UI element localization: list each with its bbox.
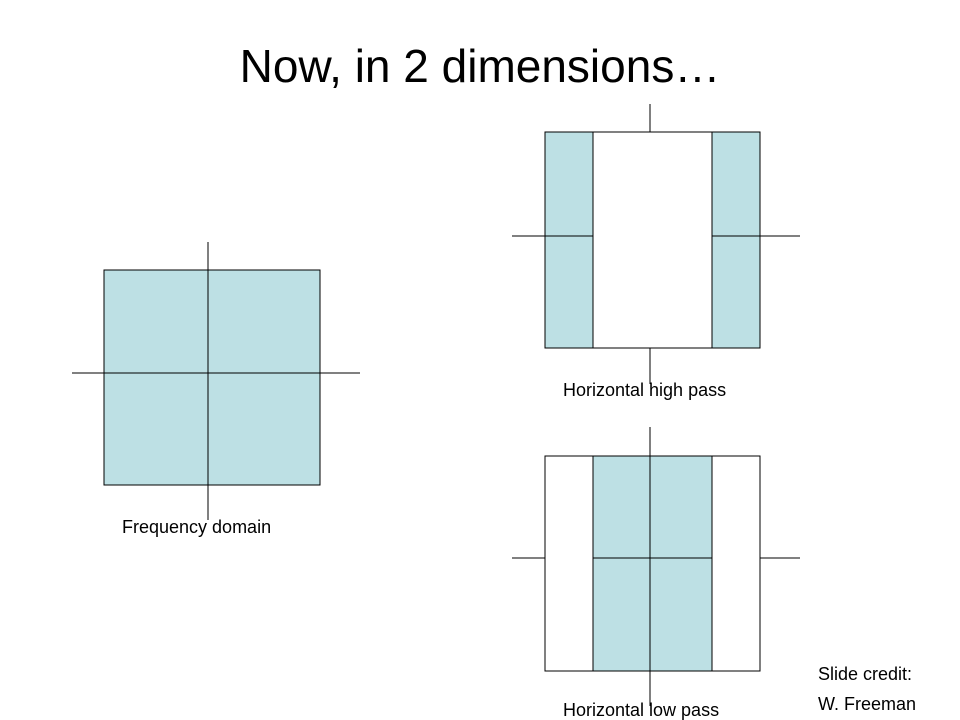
- low-pass-center-band: [593, 456, 712, 671]
- high-pass-left-band: [545, 132, 593, 348]
- high-pass-panel: [512, 104, 800, 384]
- slide-credit-line-2: W. Freeman: [818, 694, 917, 714]
- low-pass-label: Horizontal low pass: [563, 700, 720, 720]
- low-pass-frame: [544, 455, 761, 672]
- high-pass-right-band: [712, 132, 760, 348]
- slide-credit: Slide credit: W. Freeman: [818, 659, 916, 719]
- high-pass-frame: [544, 131, 761, 349]
- low-pass-panel: [512, 427, 800, 706]
- slide-credit-line-1: Slide credit:: [818, 664, 913, 684]
- frequency-domain-fill: [103, 269, 321, 486]
- high-pass-label: Horizontal high pass: [563, 380, 727, 400]
- frequency-domain-label: Frequency domain: [122, 517, 272, 537]
- frequency-domain-panel: [72, 242, 360, 520]
- slide-title: Now, in 2 dimensions…: [239, 40, 721, 92]
